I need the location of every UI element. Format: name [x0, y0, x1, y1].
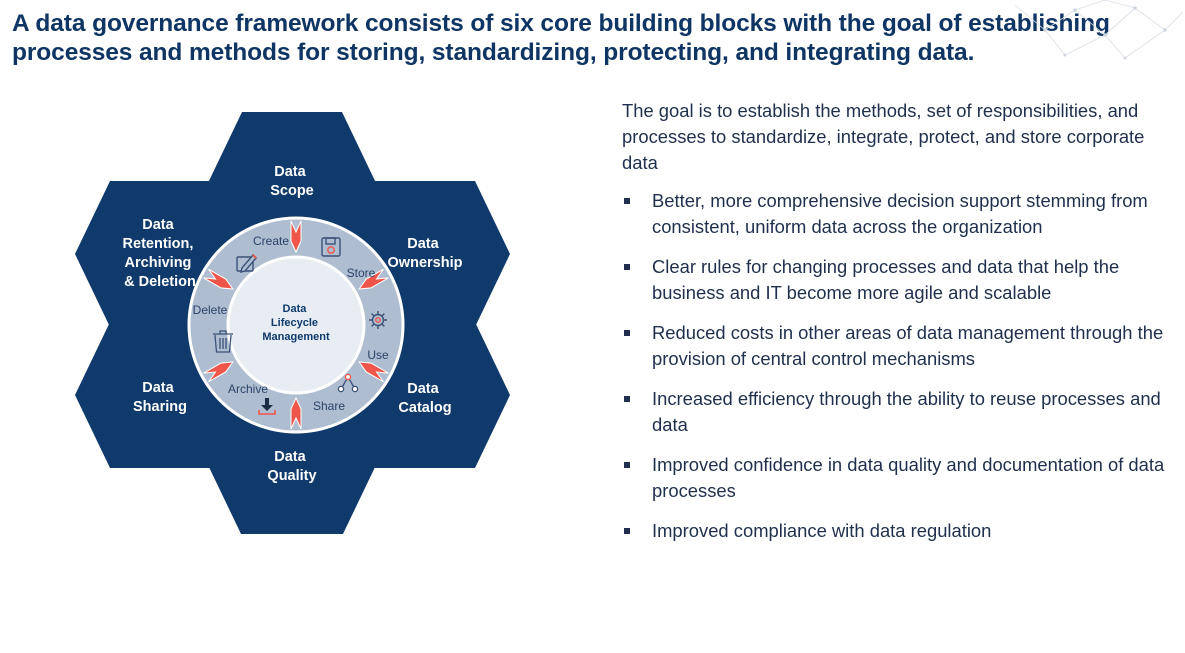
goals-panel: The goal is to establish the methods, se…: [622, 98, 1182, 558]
block-label-data-ownership: Data Ownership: [388, 236, 463, 271]
share-nodes-icon: [337, 373, 359, 393]
lifecycle-step-share: Share: [313, 399, 345, 413]
list-item: Reduced costs in other areas of data man…: [622, 320, 1182, 372]
benefit-text: Clear rules for changing processes and d…: [652, 256, 1120, 303]
bullet-icon: [624, 264, 630, 270]
benefit-text: Improved confidence in data quality and …: [652, 454, 1165, 501]
gear-icon: [369, 311, 387, 329]
panel-intro: The goal is to establish the methods, se…: [622, 100, 1145, 173]
bullet-icon: [624, 462, 630, 468]
trash-icon: [213, 330, 233, 353]
benefit-text: Reduced costs in other areas of data man…: [652, 322, 1164, 369]
list-item: Clear rules for changing processes and d…: [622, 254, 1182, 306]
network-decoration: [1014, 0, 1184, 60]
bullet-icon: [624, 396, 630, 402]
floppy-disk-icon: [321, 237, 341, 257]
block-label-data-sharing: Data Sharing: [133, 380, 187, 415]
block-label-data-catalog: Data Catalog: [398, 381, 451, 416]
page-headline: A data governance framework consists of …: [12, 10, 1110, 66]
lifecycle-step-use: Use: [367, 348, 389, 362]
lifecycle-step-delete: Delete: [193, 303, 228, 317]
bullet-icon: [624, 198, 630, 204]
bullet-icon: [624, 528, 630, 534]
list-item: Improved confidence in data quality and …: [622, 452, 1182, 504]
list-item: Better, more comprehensive decision supp…: [622, 188, 1182, 240]
download-icon: [258, 398, 276, 415]
benefit-text: Better, more comprehensive decision supp…: [652, 190, 1148, 237]
pencil-icon: [236, 253, 257, 273]
lifecycle-step-archive: Archive: [228, 382, 268, 396]
lifecycle-step-create: Create: [253, 234, 289, 248]
lifecycle-center: [226, 255, 366, 395]
block-label-data-retention: Data Retention, Archiving & Deletion: [123, 217, 198, 290]
bullet-icon: [624, 330, 630, 336]
block-label-data-scope: Data Scope: [270, 164, 314, 199]
benefit-text: Improved compliance with data regulation: [652, 520, 992, 541]
lifecycle-step-store: Store: [347, 266, 376, 280]
list-item: Increased efficiency through the ability…: [622, 386, 1182, 438]
data-governance-diagram: Data Scope Data Ownership Data Catalog D…: [75, 112, 510, 534]
list-item: Improved compliance with data regulation: [622, 518, 1182, 544]
center-label: Data Lifecycle Management: [262, 303, 330, 343]
benefits-list: Better, more comprehensive decision supp…: [622, 188, 1182, 544]
block-label-data-quality: Data Quality: [267, 449, 316, 484]
benefit-text: Increased efficiency through the ability…: [652, 388, 1161, 435]
